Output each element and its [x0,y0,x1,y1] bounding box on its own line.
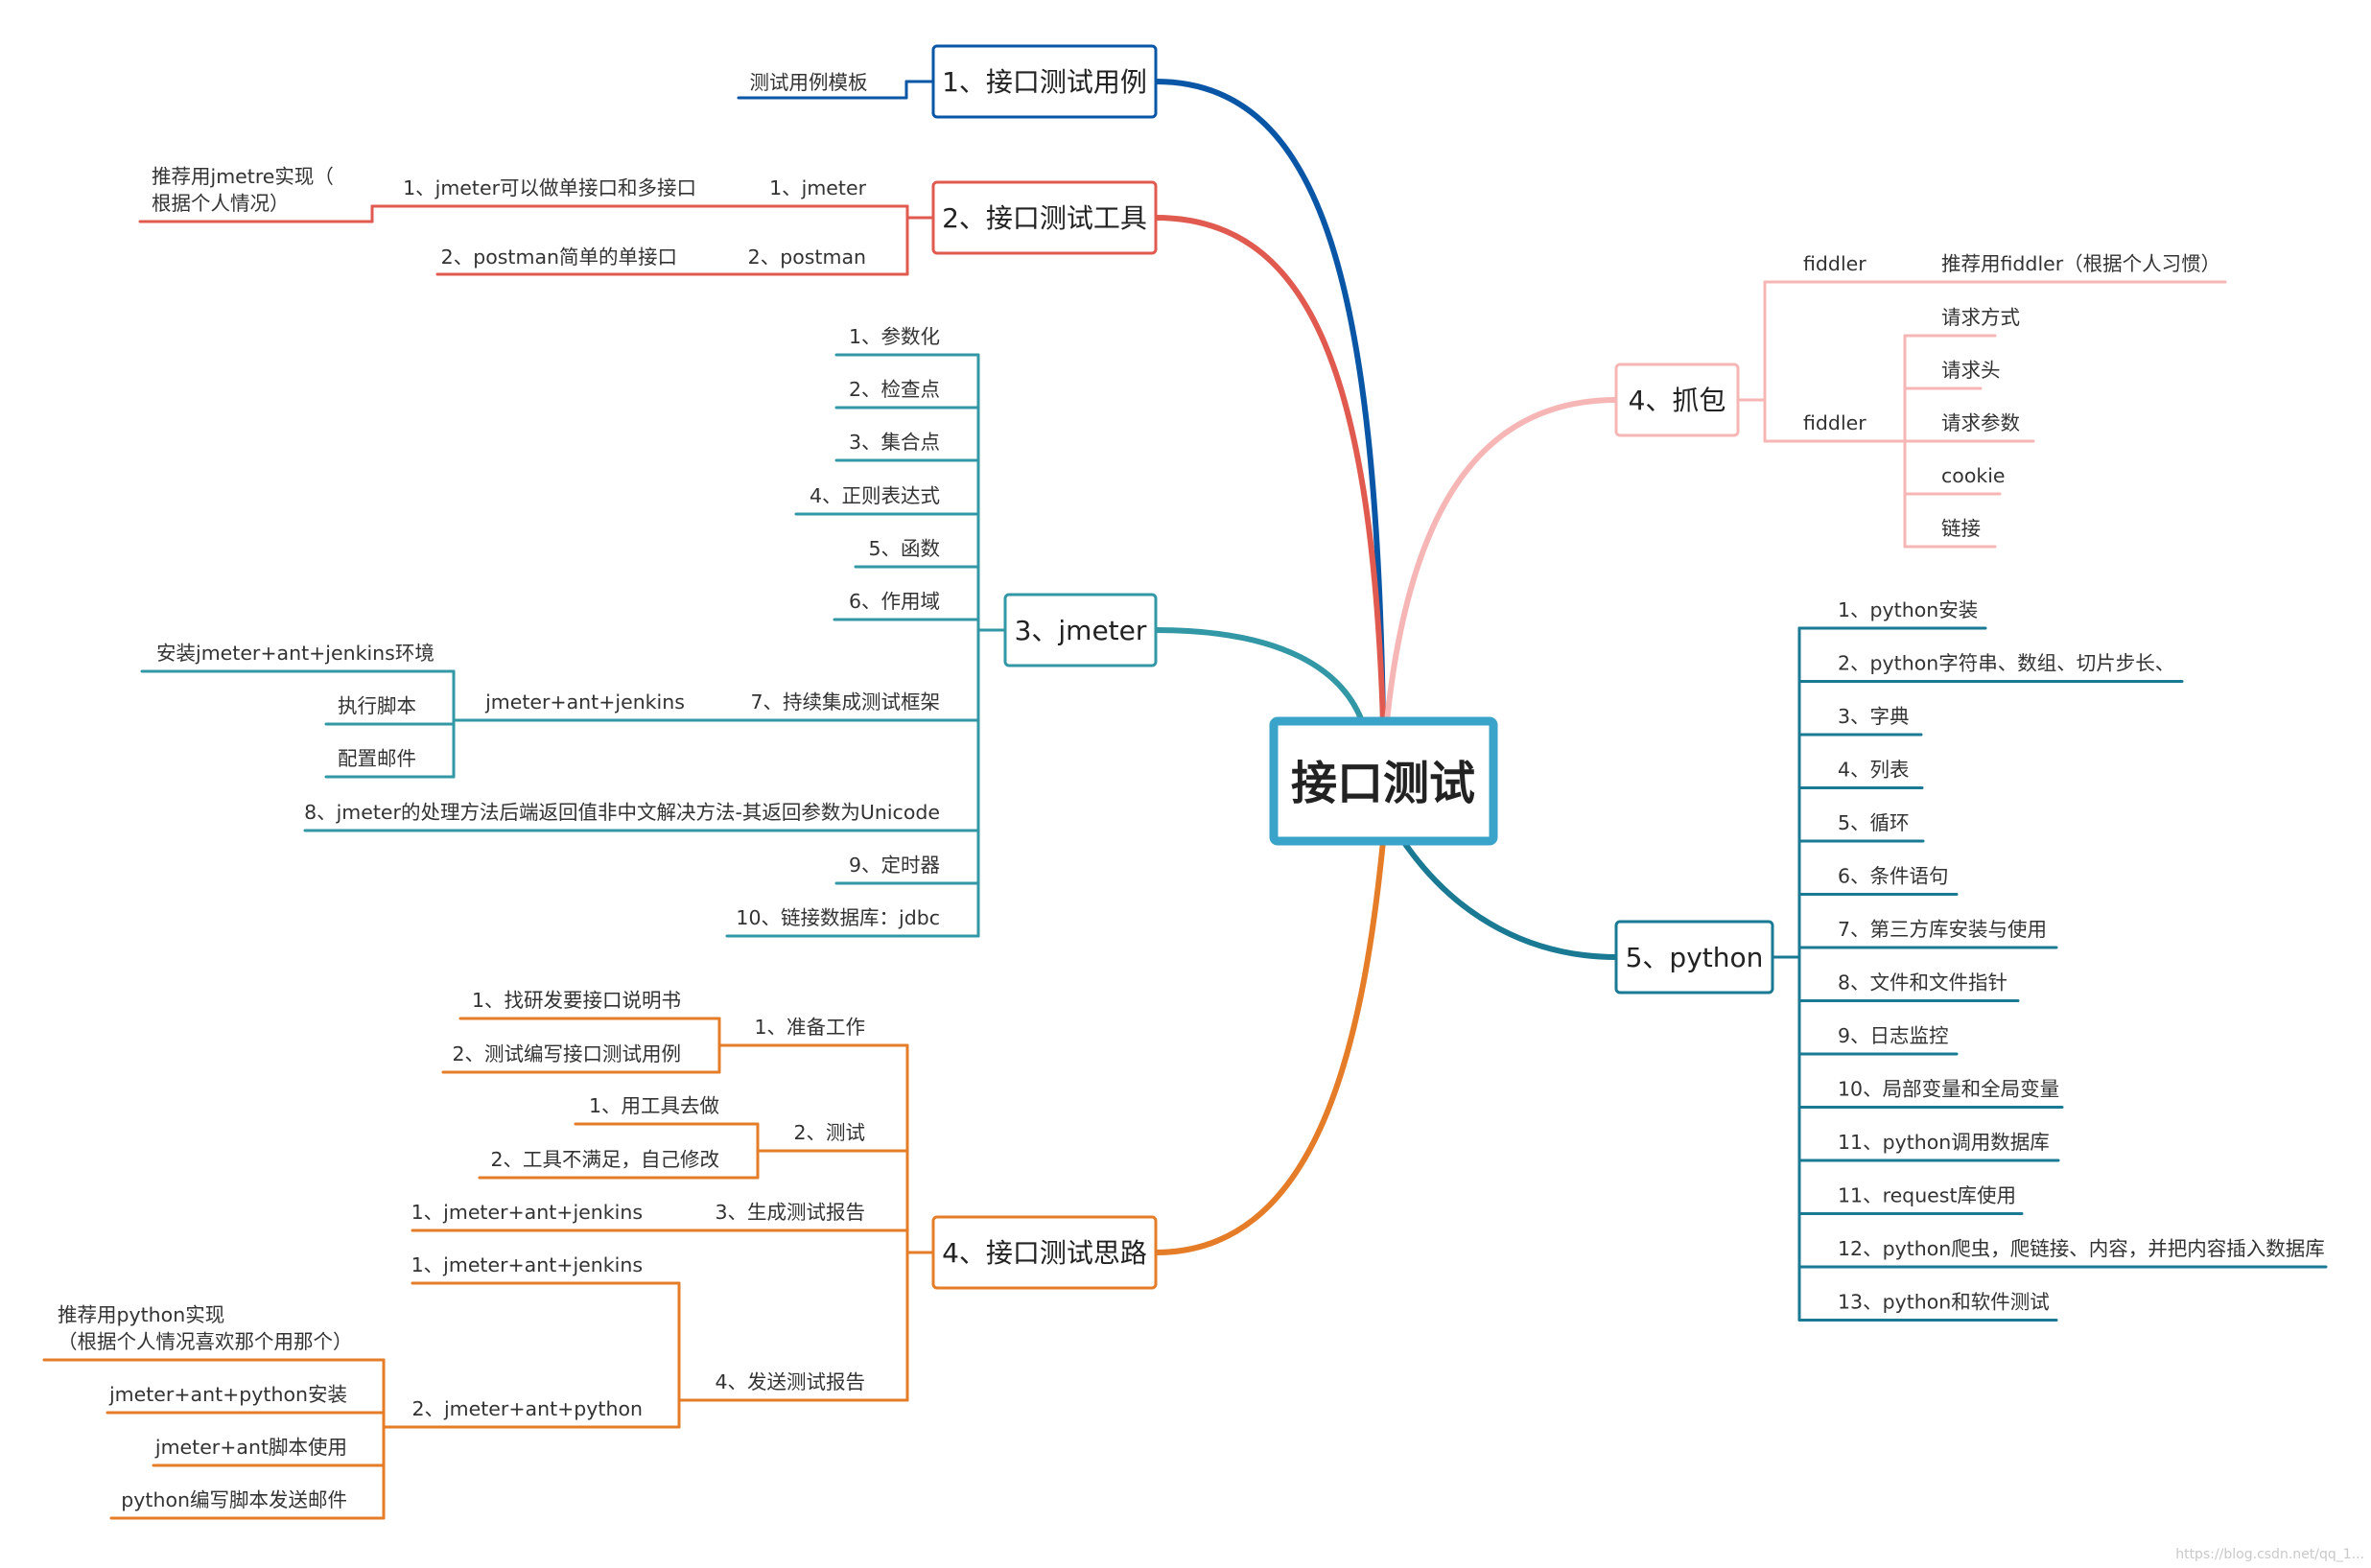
b4-send-c2-child-4: python编写脚本发送邮件 [121,1488,347,1511]
b4-send-c2-child-2: jmeter+ant+python安装 [108,1383,347,1406]
b3-item-10: 10、链接数据库：jdbc [736,906,940,929]
r2-item-5: 5、循环 [1838,811,1910,834]
branch-curve-jmeter [1153,627,1365,724]
b2-rec-line1: 推荐用jmetre实现（ [152,165,334,188]
b4-prep: 1、准备工作 [754,1016,865,1039]
root-node-title: 接口测试 [1291,757,1475,810]
b1-leaf-template: 测试用例模板 [750,71,868,94]
b4-send-c2-rec-line2: （根据个人情况喜欢那个用那个） [58,1330,353,1353]
branch-capture-box [1614,363,1740,437]
b3-ci-child-1: 安装jmeter+ant+jenkins环境 [156,642,434,665]
b2-rec-line2: 根据个人情况） [152,192,290,215]
branch-test-cases-box [931,44,1158,119]
branch-test-cases: 1、接口测试用例 [942,66,1147,98]
b3-item-1: 1、参数化 [849,325,940,348]
branch-test-tools-box [931,180,1158,255]
b3-item-5: 5、函数 [868,537,940,560]
b3-item-4: 4、正则表达式 [810,484,940,507]
r2-item-6: 6、条件语句 [1838,865,1949,888]
b4-report-child: 1、jmeter+ant+jenkins [411,1201,643,1224]
watermark-text: https://blog.csdn.net/qq_1... [2175,1547,2364,1562]
r2-item-2: 2、python字符串、数组、切片步长、 [1838,652,2174,675]
r2-item-7: 7、第三方库安装与使用 [1838,918,2047,941]
r1-f1-label: fiddler [1803,252,1866,275]
b2-postman-child-label: 2、postman简单的单接口 [441,246,677,269]
branch-curve-test-cases [1153,79,1386,724]
r1-f2-child-1: 请求方式 [1941,306,2020,329]
branch-python-box [1614,920,1774,995]
r1-f1-child: 推荐用fiddler（根据个人习惯） [1941,252,2220,275]
r2-item-13: 12、python爬虫，爬链接、内容，并把内容插入数据库 [1838,1237,2325,1260]
b2-jmeter-child-label: 1、jmeter可以做单接口和多接口 [403,176,696,199]
b3-item-9: 9、定时器 [849,854,940,877]
r1-f2-label: fiddler [1803,411,1866,434]
b4-prep-c1: 1、找研发要接口说明书 [472,989,681,1012]
b3-item-2: 2、检查点 [849,378,940,401]
r2-item-11: 11、python调用数据库 [1838,1131,2050,1154]
branch-curve-capture [1384,397,1619,724]
branch-test-approach-box [931,1215,1158,1290]
r2-item-14: 13、python和软件测试 [1838,1291,2050,1314]
r2-item-9: 9、日志监控 [1838,1024,1949,1047]
r2-item-12: 11、request库使用 [1838,1184,2016,1207]
branch-test-approach: 4、接口测试思路 [942,1237,1147,1269]
r2-item-1: 1、python安装 [1838,598,1978,621]
r2-item-8: 8、文件和文件指针 [1838,971,2007,995]
b4-send-c2-child-3: jmeter+ant脚本使用 [154,1436,347,1459]
r2-item-3: 3、字典 [1838,705,1910,728]
b4-test-c1: 1、用工具去做 [589,1094,719,1117]
b4-prep-c2: 2、测试编写接口测试用例 [452,1042,681,1065]
b3-ci-mid-label: jmeter+ant+jenkins [484,690,685,714]
b4-send-c2-rec-line1: 推荐用python实现 [58,1303,224,1326]
b3-item-3: 3、集合点 [849,431,940,454]
r2-item-10: 10、局部变量和全局变量 [1838,1078,2059,1101]
r2-item-4: 4、列表 [1838,759,1910,782]
b3-item-7: 7、持续集成测试框架 [750,690,940,714]
b4-send-c1: 1、jmeter+ant+jenkins [411,1253,643,1276]
r1-f2-child-3: 请求参数 [1941,411,2020,434]
branch-test-tools: 2、接口测试工具 [942,202,1147,234]
b2-jmeter-label: 1、jmeter [769,176,866,199]
b4-send-c2: 2、jmeter+ant+python [411,1397,643,1420]
b3-item-6: 6、作用域 [849,590,940,613]
b4-send: 4、发送测试报告 [715,1370,865,1393]
branch-jmeter: 3、jmeter [1015,615,1147,646]
r1-f2-child-5: 链接 [1941,517,1981,540]
b4-test-c2: 2、工具不满足，自己修改 [490,1148,719,1171]
branch-curve-test-approach [1153,838,1386,1255]
r1-f2-child-4: cookie [1941,464,2006,487]
branch-jmeter-box [1003,593,1158,667]
r1-f2-child-2: 请求头 [1941,359,2001,382]
branch-capture: 4、抓包 [1629,385,1726,416]
branch-curve-python [1400,838,1619,960]
b3-item-8: 8、jmeter的处理方法后端返回值非中文解决方法-其返回参数为Unicode [304,801,940,824]
branch-python: 5、python [1626,942,1764,973]
b3-ci-child-3: 配置邮件 [338,747,416,770]
b2-postman-label: 2、postman [748,246,866,269]
b3-ci-child-2: 执行脚本 [338,694,416,717]
branch-curve-test-tools [1153,215,1386,724]
b4-report: 3、生成测试报告 [715,1201,865,1224]
b4-test: 2、测试 [793,1121,865,1144]
root-node-box [1269,716,1498,846]
